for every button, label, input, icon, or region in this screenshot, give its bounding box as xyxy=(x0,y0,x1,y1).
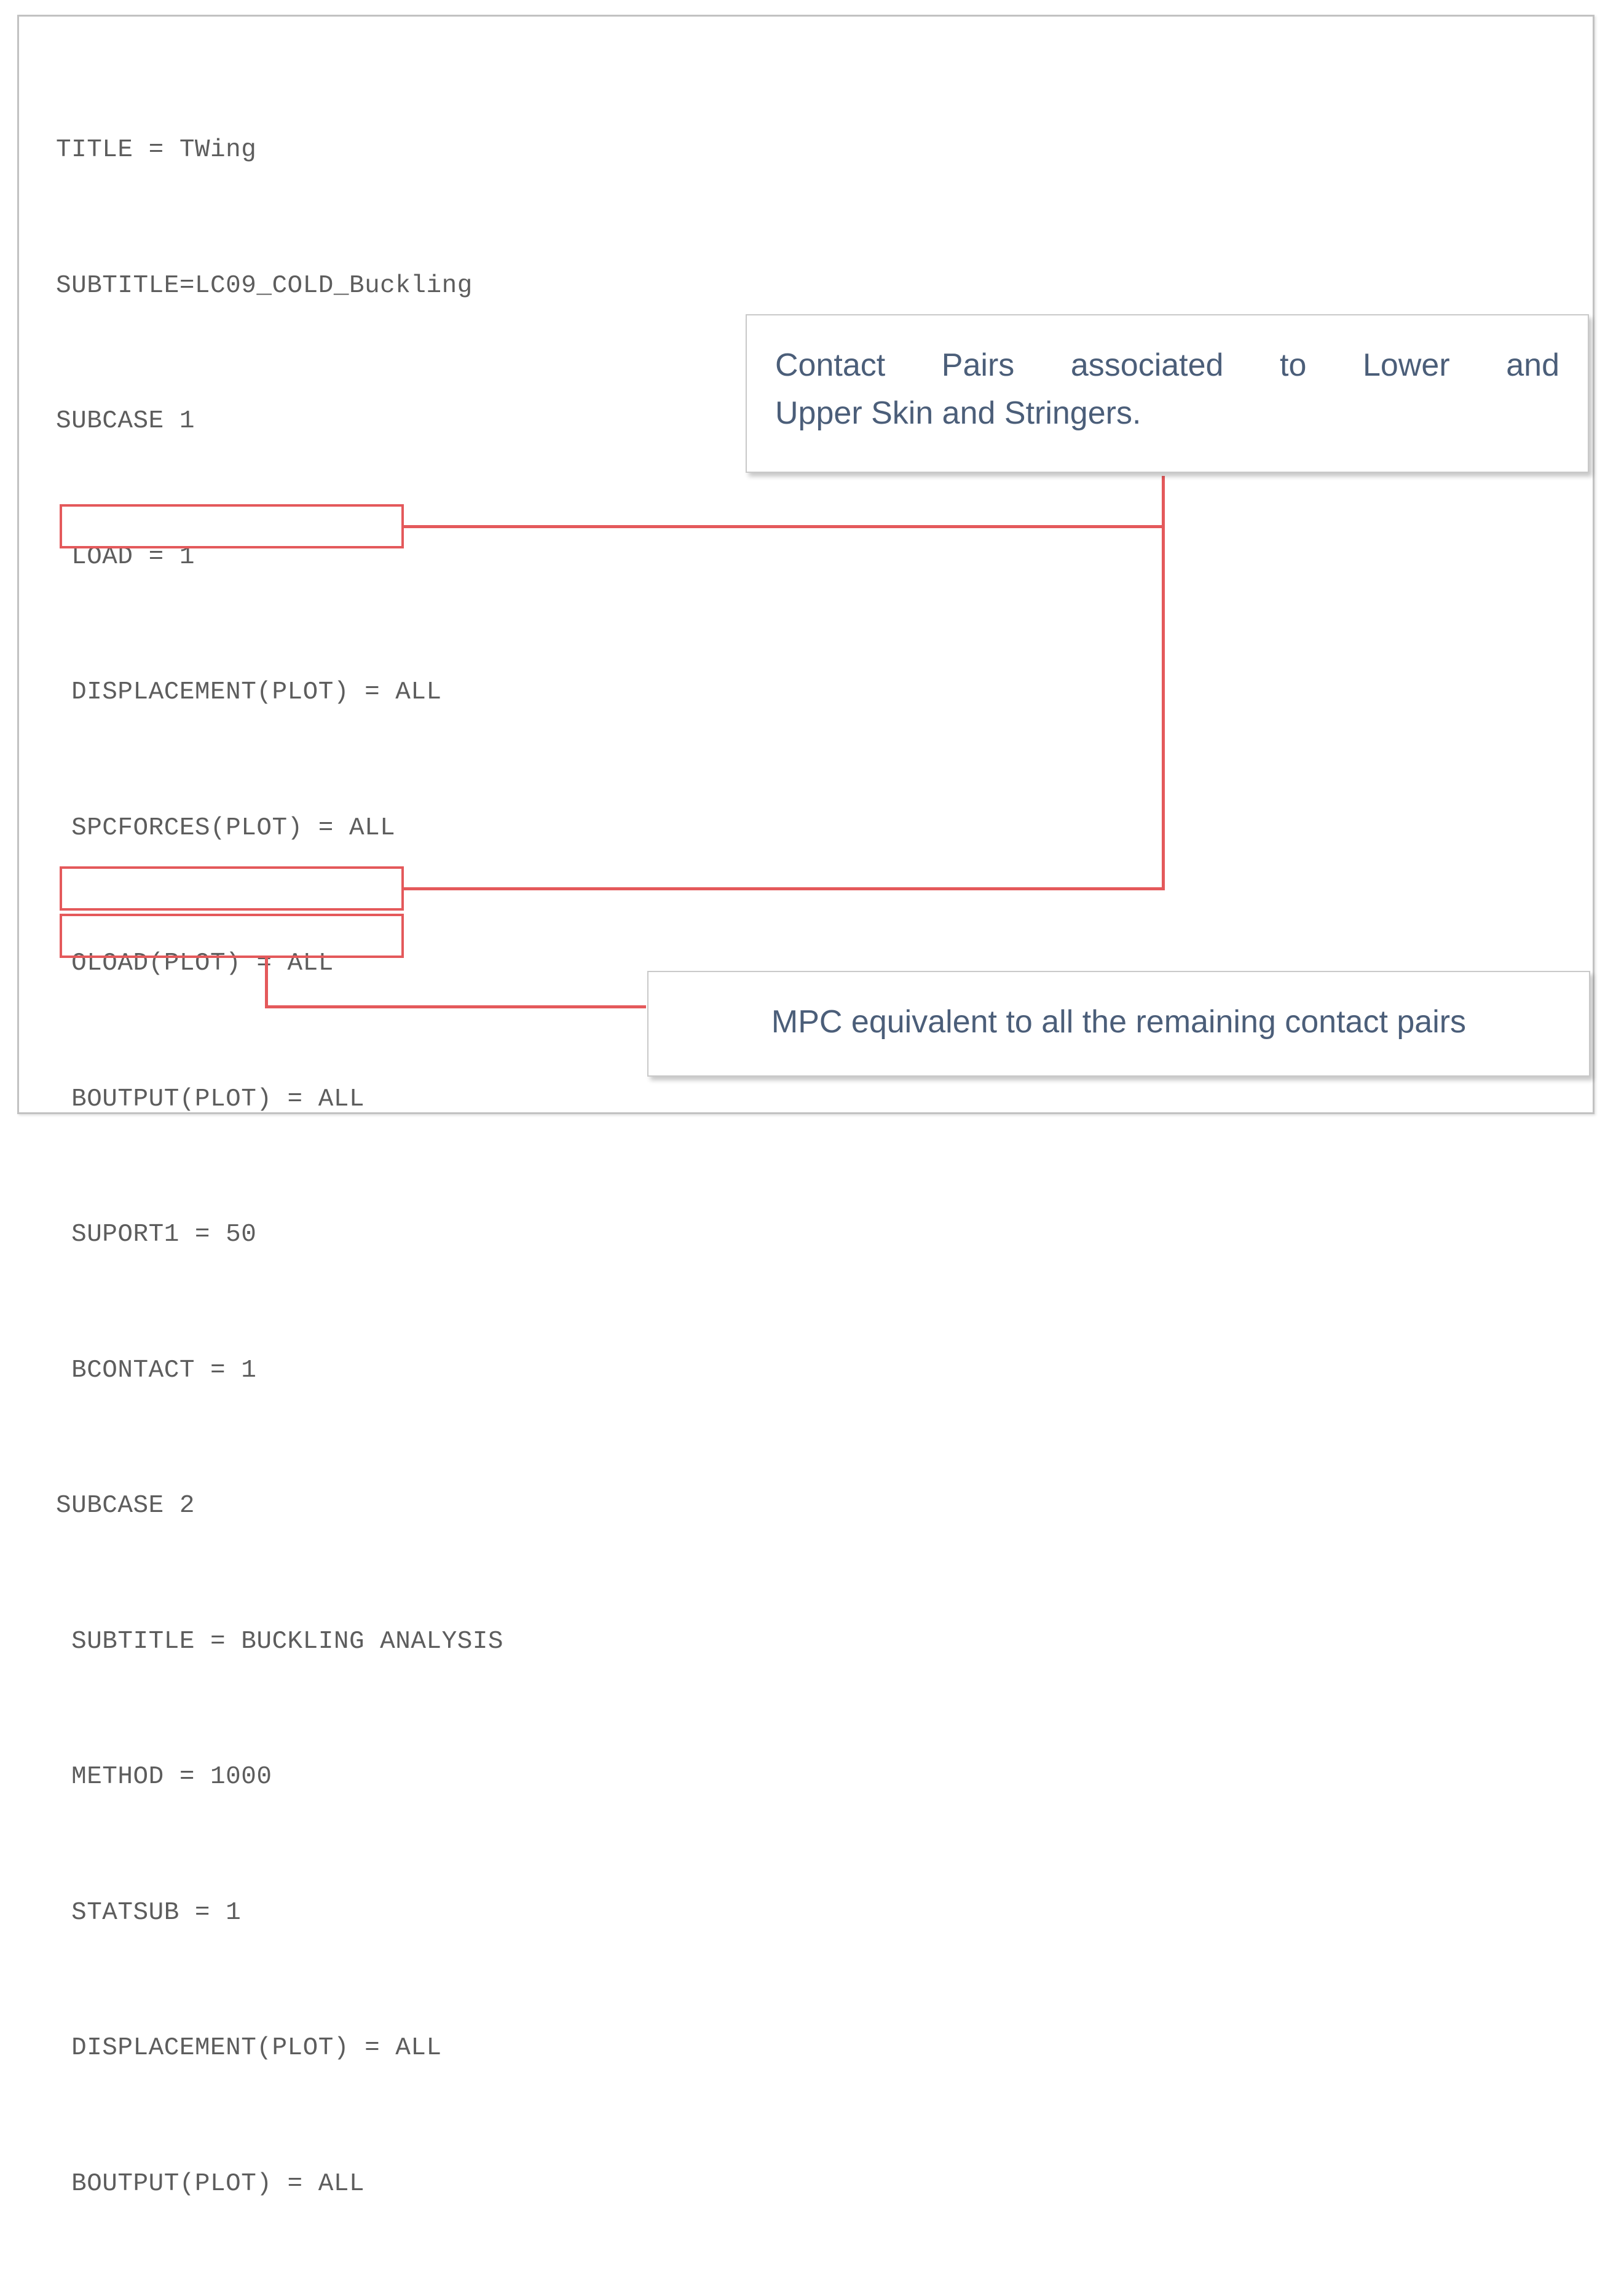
callout-contact-pairs-line2: Upper Skin and Stringers. xyxy=(775,395,1141,431)
connector-callout-vertical xyxy=(1162,476,1165,890)
callout-contact-pairs-line1: Contact Pairs associated to Lower and xyxy=(775,347,1559,383)
code-line: BOUTPUT(PLOT) = ALL xyxy=(56,2169,365,2198)
connector-bcontact1-horizontal xyxy=(403,525,1165,528)
code-line: OLOAD(PLOT) = ALL xyxy=(56,949,334,978)
code-line: SUBTITLE = BUCKLING ANALYSIS xyxy=(56,1627,504,1656)
callout-mpc: MPC equivalent to all the remaining cont… xyxy=(647,971,1590,1077)
code-line: METHOD = 1000 xyxy=(56,1763,272,1791)
callout-contact-pairs: Contact Pairs associated to Lower and Up… xyxy=(746,314,1589,473)
document-frame: TITLE = TWing SUBTITLE=LC09_COLD_Bucklin… xyxy=(17,15,1594,2198)
highlight-box-bcontact-subcase-1 xyxy=(60,504,404,548)
code-line-bcontact-1: BCONTACT = 1 xyxy=(56,1356,257,1385)
highlight-box-mpc xyxy=(60,914,404,958)
connector-mpc-vertical xyxy=(265,956,268,1008)
connector-bcontact2-horizontal xyxy=(403,887,1165,890)
code-line: SUBTITLE=LC09_COLD_Buckling xyxy=(56,271,473,300)
code-line: SUPORT1 = 50 xyxy=(56,1221,257,1249)
code-line: DISPLACEMENT(PLOT) = ALL xyxy=(56,2034,442,2062)
code-line: BOUTPUT(PLOT) = ALL xyxy=(56,1085,365,1114)
callout-mpc-text: MPC equivalent to all the remaining cont… xyxy=(771,1004,1467,1040)
highlight-box-bcontact-subcase-2 xyxy=(60,866,404,911)
code-line: DISPLACEMENT(PLOT) = ALL xyxy=(56,678,442,706)
code-line: TITLE = TWing xyxy=(56,136,257,164)
code-line: SUBCASE 2 xyxy=(56,1492,195,1520)
code-line: SPCFORCES(PLOT) = ALL xyxy=(56,813,396,842)
code-line: STATSUB = 1 xyxy=(56,1898,242,1927)
connector-mpc-horizontal xyxy=(265,1005,646,1008)
code-listing: TITLE = TWing SUBTITLE=LC09_COLD_Bucklin… xyxy=(56,38,503,2275)
code-line: SUBCASE 1 xyxy=(56,407,195,435)
